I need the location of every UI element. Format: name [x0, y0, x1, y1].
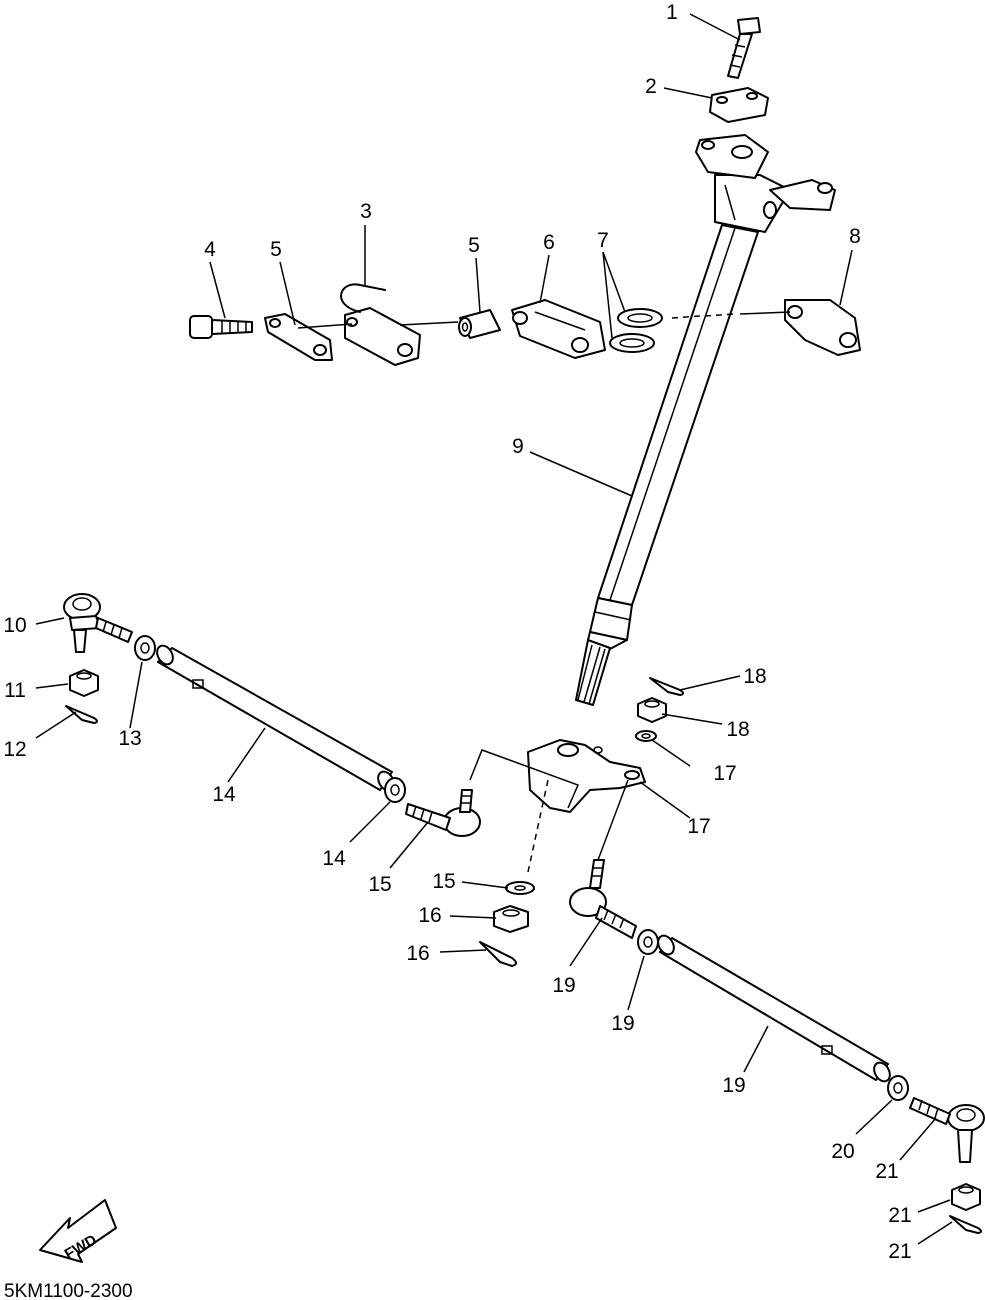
callout-14-right: 19 [722, 1074, 745, 1097]
callout-9: 5 [270, 238, 282, 261]
callout-19-center: 18 [726, 718, 749, 741]
nut-19-left [69, 669, 99, 697]
callout-16-right: 21 [875, 1160, 898, 1183]
holder-right [784, 299, 861, 356]
upper-holder [709, 87, 769, 123]
drawing-code: 5KM1100-2300 [4, 1281, 133, 1300]
callout-10: 5 [468, 234, 480, 257]
locknut-17-right [637, 929, 659, 955]
assembly-lines [297, 311, 791, 873]
callout-18-left: 13 [118, 727, 141, 750]
callout-15-right: 19 [552, 974, 575, 997]
pitman-arm [527, 739, 646, 813]
cotter-pin-21-right [949, 1215, 982, 1234]
lock-plate [264, 313, 333, 361]
tie-rod-end-right-outer [909, 1097, 985, 1163]
callout-20: 17 [713, 762, 736, 785]
nut-12 [493, 905, 529, 933]
locknut-17-left [384, 777, 406, 803]
callout-18-right: 20 [831, 1140, 854, 1163]
forward-arrow-icon: FWD [39, 1199, 117, 1263]
callout-16-left: 10 [3, 614, 26, 637]
bushings [609, 308, 663, 353]
callout-21-center: 18 [743, 665, 766, 688]
callout-14-left: 14 [212, 783, 236, 806]
callout-8: 4 [204, 238, 216, 261]
washer-20 [635, 730, 657, 742]
callout-5-right: 8 [849, 225, 861, 248]
callout-3: 2 [645, 75, 657, 98]
callout-13: 16 [406, 942, 429, 965]
callout-21-left: 12 [3, 738, 26, 761]
callout-labels: 1 2 3 4 5 5 6 7 8 9 10 11 12 13 14 14 15… [3, 1, 911, 1263]
callout-1: 9 [512, 435, 524, 458]
nut-19-right [951, 1183, 981, 1211]
callout-leaders [35, 13, 953, 1245]
clip-bracket [340, 283, 421, 366]
callout-4: 1 [666, 1, 678, 24]
callout-7: 3 [360, 200, 372, 223]
collar [458, 309, 501, 339]
tie-rod-left [156, 644, 395, 792]
column-bracket [695, 134, 836, 233]
nut-19-center [637, 697, 667, 723]
callout-2: 17 [687, 815, 710, 838]
flange-bolt [727, 17, 761, 79]
callout-11: 15 [432, 870, 455, 893]
callout-17-left: 14 [322, 847, 346, 870]
callout-19-left: 11 [4, 679, 26, 702]
callout-5-left: 6 [543, 231, 555, 254]
cotter-pin-13 [479, 941, 517, 967]
cotter-pin-21-center [649, 677, 684, 696]
tie-rod-end-left-outer [63, 593, 133, 653]
washer-11 [505, 881, 535, 895]
callout-21-right: 21 [888, 1240, 911, 1263]
callout-6: 7 [597, 229, 609, 252]
callout-12: 16 [418, 904, 441, 927]
callout-19-right: 21 [888, 1204, 911, 1227]
callout-15-left: 15 [368, 873, 391, 896]
callout-17-right: 19 [611, 1012, 634, 1035]
tie-rod-end-left-inner [405, 789, 481, 837]
steering-shaft [575, 224, 759, 706]
tie-rod-right [657, 934, 891, 1083]
cotter-pin-21-left [65, 705, 98, 724]
locknut-18-left [134, 635, 156, 661]
locknut-18-right [887, 1075, 909, 1101]
tie-rod-end-right-inner [569, 859, 637, 939]
bolt-8 [189, 315, 253, 339]
holder-left [511, 299, 606, 359]
